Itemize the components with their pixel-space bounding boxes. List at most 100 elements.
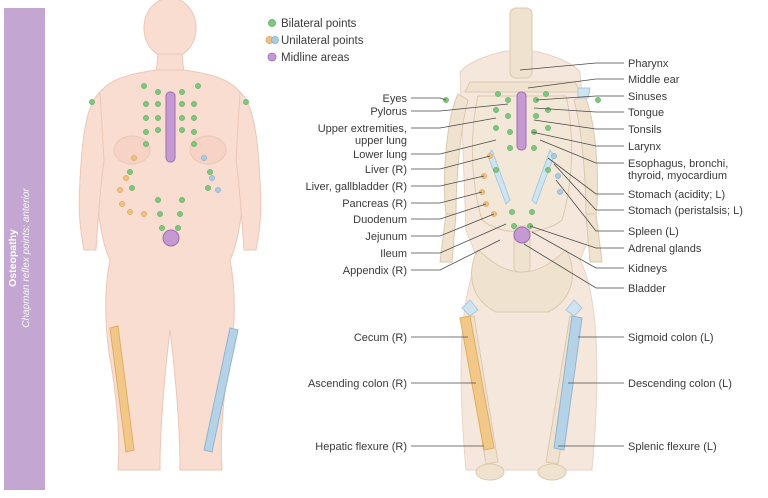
midline-area-sternum xyxy=(165,91,176,163)
leader-left-9 xyxy=(411,213,495,237)
unilateral-blue-point xyxy=(215,187,221,193)
left-colon-bars xyxy=(109,325,239,453)
leader-right-11 xyxy=(529,225,624,249)
skeleton-midline-umbilicus xyxy=(513,226,531,244)
bilateral-point xyxy=(191,141,197,147)
unilateral-blue-point xyxy=(557,189,563,195)
label-left-5: Liver (R) xyxy=(365,164,407,176)
label-left-1: Pylorus xyxy=(370,106,407,118)
leader-right-9 xyxy=(553,163,624,211)
label-right-7: thyroid, myocardium xyxy=(628,170,727,182)
leader-left-11 xyxy=(411,239,501,271)
unilateral-orange-point xyxy=(123,175,129,181)
legend-item-midline: Midline areas xyxy=(267,52,350,64)
label-right-5: Larynx xyxy=(628,141,662,153)
label-left-11: Appendix (R) xyxy=(343,265,407,277)
bilateral-point xyxy=(175,225,181,231)
body-head xyxy=(143,0,197,59)
label-right-10: Spleen (L) xyxy=(628,226,679,238)
body-arm-left xyxy=(235,90,262,251)
bilateral-point xyxy=(157,211,163,217)
leader-right-0 xyxy=(519,62,624,71)
forearm-right xyxy=(439,213,457,263)
leader-left-7 xyxy=(411,191,483,204)
bilateral-point xyxy=(207,169,213,175)
leader-right-6 xyxy=(539,139,624,164)
leader-right-4 xyxy=(533,119,624,130)
label-right-14: Sigmoid colon (L) xyxy=(628,332,714,344)
bilateral-point xyxy=(495,91,501,97)
label-left-12: Cecum (R) xyxy=(354,332,407,344)
bilateral-point xyxy=(155,115,161,121)
leader-left-0 xyxy=(411,97,447,101)
cervical-spine xyxy=(509,7,533,79)
midline-area-umbilicus xyxy=(162,229,180,247)
bilateral-point xyxy=(243,99,249,105)
bilateral-point xyxy=(595,97,601,103)
bilateral-point xyxy=(179,89,185,95)
unilateral-orange-point xyxy=(119,201,125,207)
bilateral-point xyxy=(493,107,499,113)
unilateral-orange-point xyxy=(141,211,147,217)
bilateral-point xyxy=(155,197,161,203)
bilateral-point xyxy=(143,141,149,147)
bilateral-point xyxy=(179,127,185,133)
descending-colon-bar xyxy=(203,327,239,453)
label-left-0: Eyes xyxy=(383,93,408,105)
bilateral-point xyxy=(511,223,517,229)
bilateral-point xyxy=(545,107,551,113)
unilateral-orange-point xyxy=(127,209,133,215)
body-breast-right xyxy=(113,135,151,165)
bilateral-point xyxy=(529,209,535,215)
leader-left-10 xyxy=(411,223,507,254)
label-right-4: Tonsils xyxy=(628,124,662,136)
bilateral-point xyxy=(127,169,133,175)
label-right-11: Adrenal glands xyxy=(628,243,702,255)
left-midline-areas xyxy=(162,91,180,247)
bilateral-point xyxy=(141,83,147,89)
bilateral-point xyxy=(505,97,511,103)
unilateral-blue-point xyxy=(201,155,207,161)
bilateral-point xyxy=(155,101,161,107)
legend: Bilateral points Unilateral points Midli… xyxy=(265,18,364,64)
bilateral-point xyxy=(191,101,197,107)
bilateral-point xyxy=(533,113,539,119)
leader-left-5 xyxy=(411,155,491,170)
leader-right-2 xyxy=(535,95,624,101)
leader-left-1 xyxy=(411,103,509,112)
unilateral-blue-point xyxy=(551,153,557,159)
sidebar-tab xyxy=(4,8,45,490)
legend-label-midline: Midline areas xyxy=(281,52,350,64)
label-left-3: upper lung xyxy=(355,135,407,147)
leader-left-6 xyxy=(411,175,485,187)
label-left-2: Upper extremities, xyxy=(318,123,407,135)
bilateral-point xyxy=(179,115,185,121)
bilateral-point xyxy=(507,145,513,151)
bilateral-point xyxy=(191,129,197,135)
label-right-6: Esophagus, bronchi, xyxy=(628,158,728,170)
bilateral-point xyxy=(531,129,537,135)
bilateral-point xyxy=(191,115,197,121)
label-left-8: Duodenum xyxy=(353,214,407,226)
label-left-7: Pancreas (R) xyxy=(342,198,407,210)
bilateral-point xyxy=(493,167,499,173)
label-left-4: Lower lung xyxy=(353,149,407,161)
body-arm-right xyxy=(78,90,105,251)
leader-right-1 xyxy=(527,78,624,89)
skeleton-figure xyxy=(439,7,603,481)
unilateral-blue-point xyxy=(209,175,215,181)
bilateral-point xyxy=(507,129,513,135)
leader-right-10 xyxy=(555,179,624,232)
legend-item-bilateral: Bilateral points xyxy=(268,18,357,30)
bilateral-point xyxy=(143,115,149,121)
bilateral-point xyxy=(179,101,185,107)
label-left-6: Liver, gallbladder (R) xyxy=(306,181,408,193)
label-left-13: Ascending colon (R) xyxy=(308,378,407,390)
skeleton-midline-sternum xyxy=(516,91,527,151)
unilateral-orange-point xyxy=(131,155,137,161)
bilateral-swatch xyxy=(268,19,276,27)
label-right-15: Descending colon (L) xyxy=(628,378,732,390)
leader-left-8 xyxy=(411,203,487,220)
